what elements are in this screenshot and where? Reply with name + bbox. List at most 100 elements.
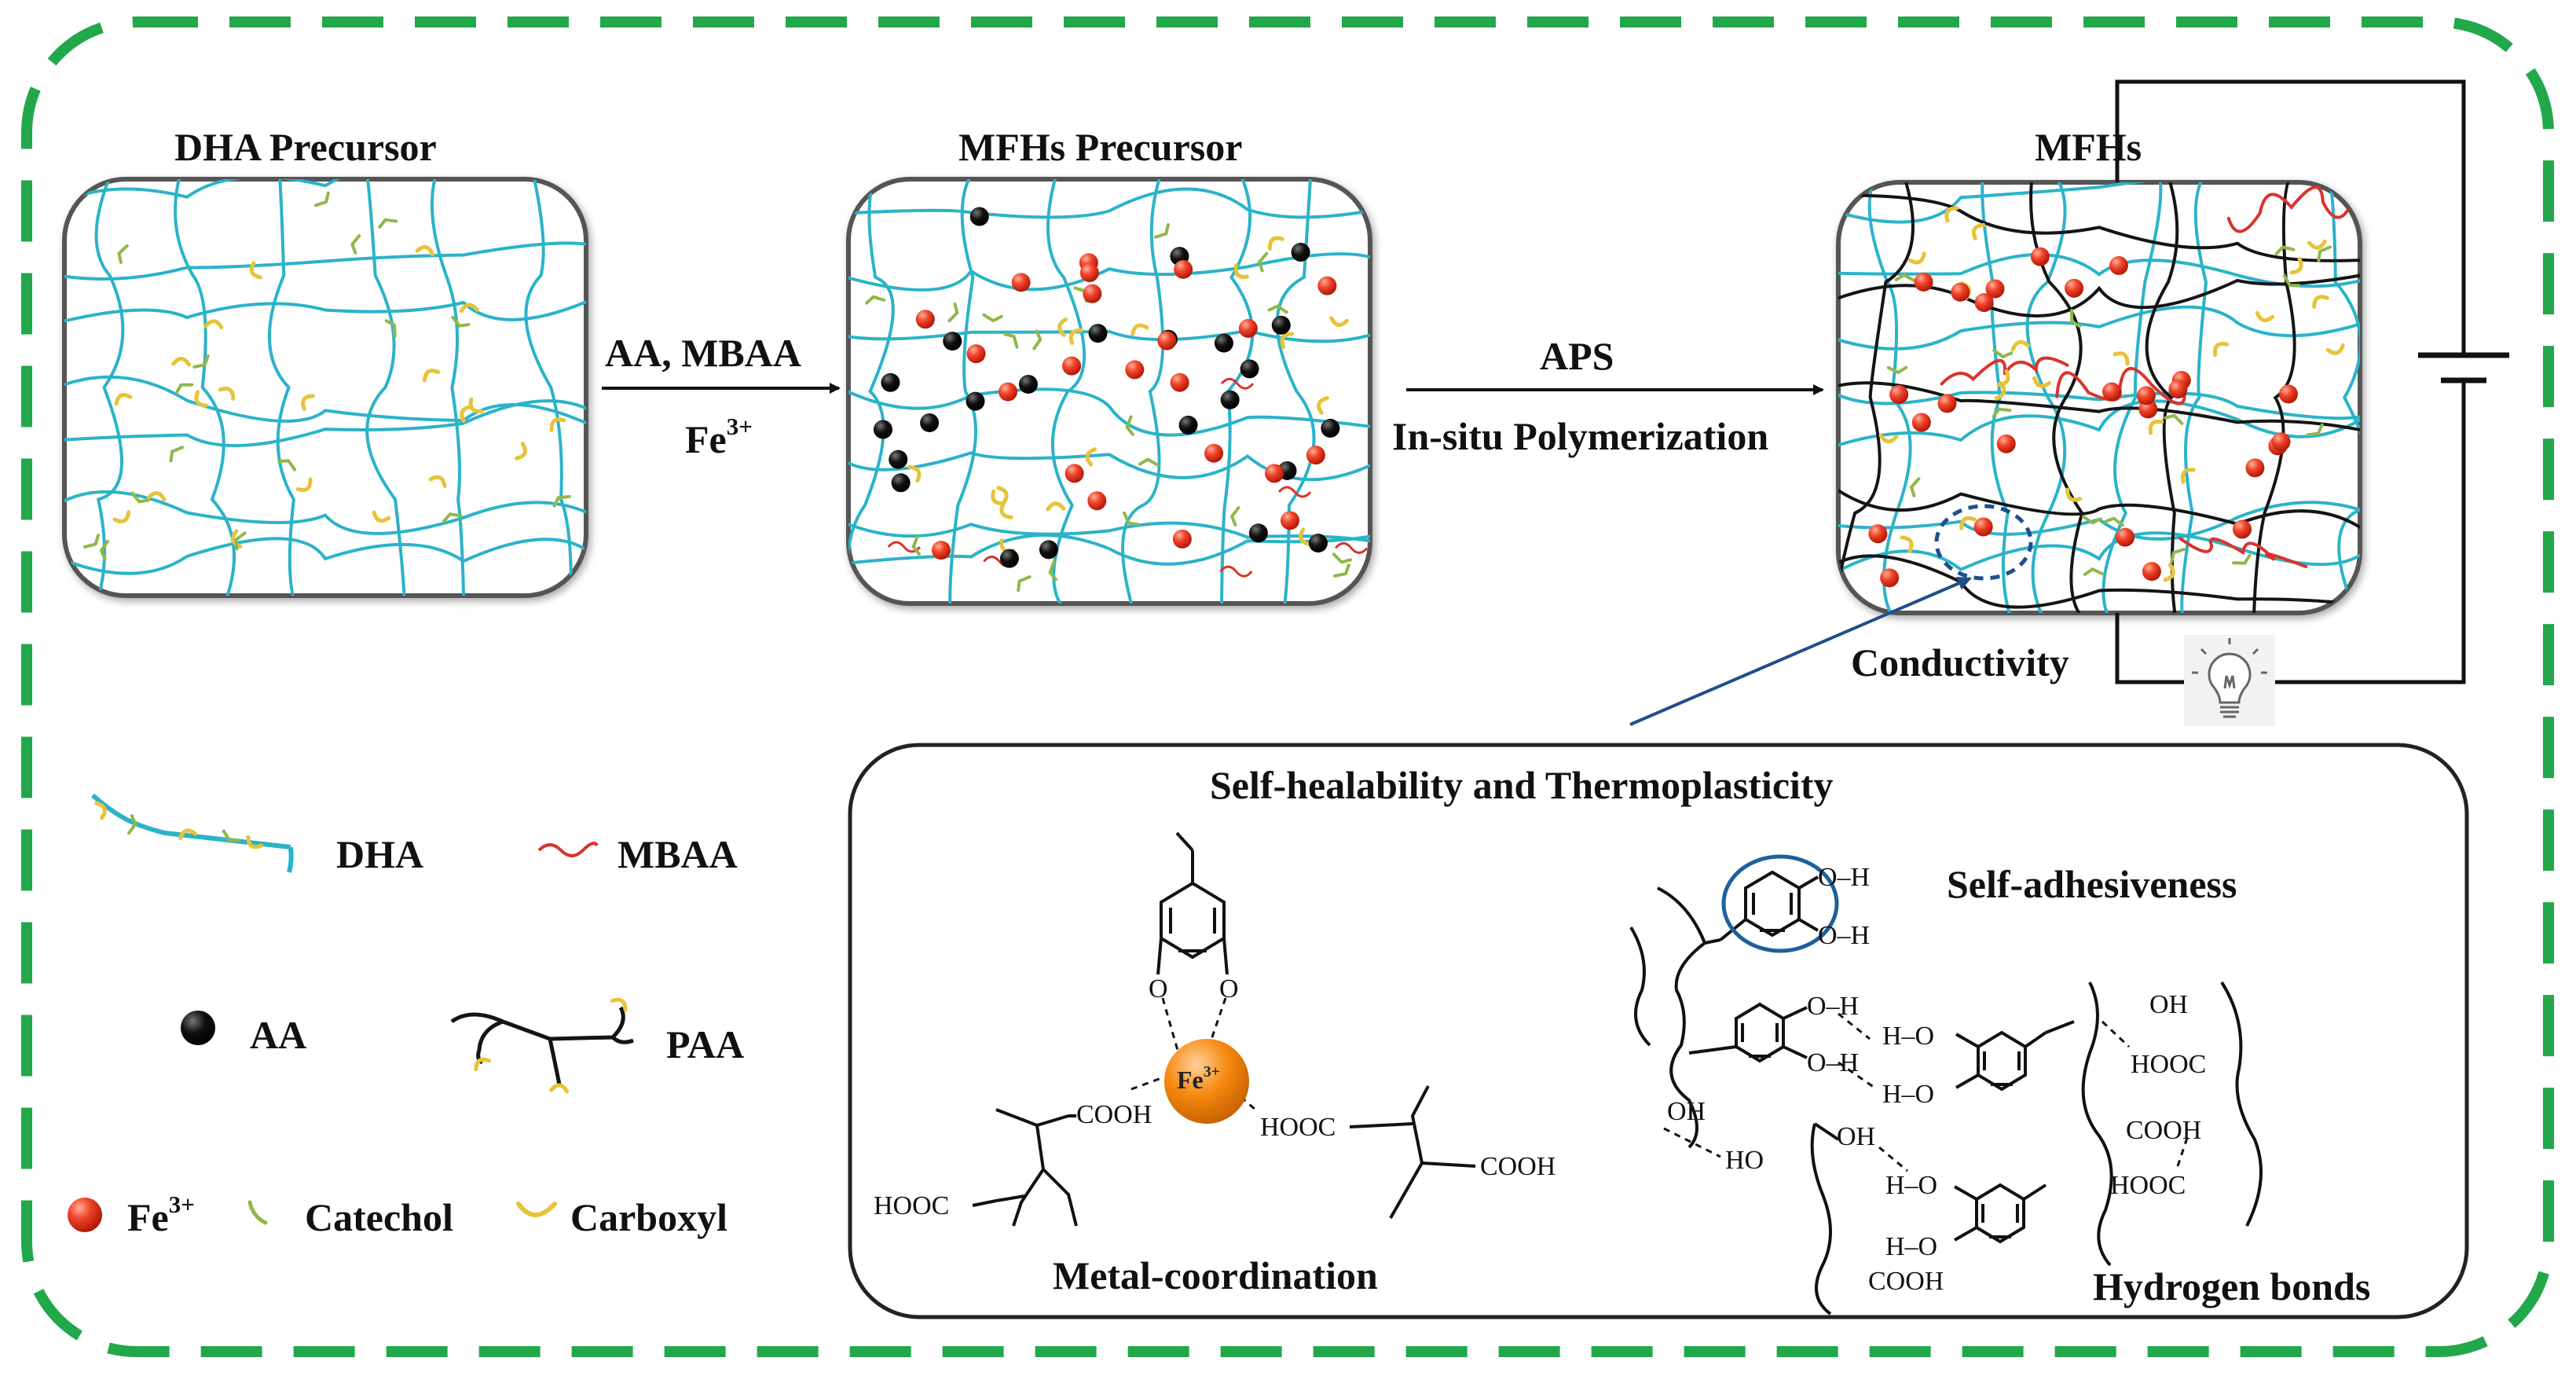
hb-oh-right: OH bbox=[2149, 990, 2189, 1019]
aa-monomer bbox=[1088, 324, 1108, 343]
legend-fe-label: Fe3+ bbox=[127, 1190, 195, 1239]
fe-ion bbox=[1996, 434, 2016, 453]
carboxyl-group bbox=[2312, 295, 2329, 309]
dha-chain bbox=[1838, 305, 2360, 350]
mfhs-precursor-network bbox=[848, 179, 1370, 604]
catechol-group bbox=[1048, 560, 1057, 582]
fe-ion bbox=[1204, 443, 1224, 463]
self-adhesiveness-label: Self-adhesiveness bbox=[1947, 862, 2237, 906]
legend-mbaa-label: MBAA bbox=[617, 832, 738, 876]
legend-paa-icon bbox=[450, 997, 634, 1094]
carboxyl-group bbox=[549, 417, 566, 432]
hb-oh-top1: O–H bbox=[1818, 863, 1871, 892]
dha-chain bbox=[267, 179, 301, 596]
fe-ion bbox=[2245, 458, 2265, 478]
fe-ion bbox=[1083, 284, 1102, 303]
aa-monomer bbox=[1018, 374, 1038, 394]
arrow-step2-process: In-situ Polymerization bbox=[1392, 414, 1769, 458]
legend-catechol-icon bbox=[247, 1200, 268, 1225]
metal-coordination-structure bbox=[972, 831, 1476, 1227]
catechol-group bbox=[2317, 245, 2332, 262]
hb-oh-top2: O–H bbox=[1818, 921, 1871, 950]
aa-monomer bbox=[966, 391, 985, 411]
catechol-group bbox=[313, 191, 330, 207]
catechol-group bbox=[982, 313, 1003, 323]
outer-dashed-border bbox=[21, 17, 2554, 1357]
dha-chain bbox=[2325, 182, 2360, 613]
catechol-group bbox=[2282, 273, 2301, 288]
fe-ion bbox=[931, 541, 951, 560]
fe-ion bbox=[1172, 529, 1192, 549]
light-bulb-icon bbox=[2184, 635, 2275, 726]
mfhs-precursor-panel bbox=[846, 177, 1372, 606]
catechol-group bbox=[1125, 415, 1134, 436]
self-adhesive-circle bbox=[1721, 854, 1839, 953]
catechol-group bbox=[127, 814, 137, 835]
arrow-step2-initiator: APS bbox=[1540, 334, 1614, 378]
catechol-group bbox=[1894, 273, 1916, 282]
mbaa-molecule bbox=[1220, 377, 1255, 390]
carboxyl-group bbox=[178, 828, 198, 841]
fe-ion bbox=[1062, 356, 1082, 376]
catechol-group bbox=[1123, 511, 1140, 527]
dha-chain bbox=[1838, 384, 2360, 420]
carboxyl-group bbox=[2148, 419, 2164, 435]
fe-ion bbox=[966, 344, 986, 364]
carboxyl-group bbox=[112, 510, 131, 523]
carboxyl-group bbox=[1299, 527, 1311, 547]
carboxyl-group bbox=[1233, 263, 1250, 279]
catechol-group bbox=[99, 539, 109, 561]
carboxyl-group bbox=[1329, 316, 1349, 327]
catechol-group bbox=[2070, 309, 2082, 328]
carboxyl-group bbox=[1130, 323, 1149, 336]
carboxyl-group bbox=[2289, 257, 2303, 275]
aa-monomer bbox=[1248, 523, 1268, 543]
dha-chain bbox=[430, 179, 466, 596]
carboxyl-group bbox=[1068, 328, 1083, 345]
dha-chain bbox=[64, 375, 586, 432]
dha-chain bbox=[1838, 182, 2360, 224]
fe-ion bbox=[1317, 276, 1337, 295]
paa-chain bbox=[1838, 554, 2360, 610]
catechol-group bbox=[277, 459, 297, 472]
hb-oh-center: OH bbox=[1837, 1122, 1876, 1151]
aa-monomer bbox=[873, 420, 892, 439]
catechol-group bbox=[82, 534, 100, 549]
carboxyl-group bbox=[146, 491, 167, 502]
metal-coordination-label: Metal-coordination bbox=[1053, 1253, 1378, 1297]
catechol-group bbox=[1154, 222, 1170, 239]
carboxyl-group bbox=[372, 510, 391, 523]
hb-hooc-right2: HOOC bbox=[2110, 1171, 2186, 1200]
panel-title-dha-precursor: DHA Precursor bbox=[174, 125, 437, 169]
paa-chain bbox=[1838, 182, 1915, 613]
carboxyl-group bbox=[515, 442, 527, 461]
carboxyl-group bbox=[194, 390, 208, 408]
carboxyl-group bbox=[610, 997, 628, 1012]
carboxyl-group bbox=[2032, 376, 2052, 388]
carboxyl-group bbox=[1057, 317, 1068, 337]
legend-dha-icon bbox=[91, 793, 294, 873]
carboxyl-group bbox=[468, 397, 484, 413]
aa-monomer bbox=[1271, 315, 1291, 335]
fe-ion bbox=[2136, 386, 2156, 405]
mfhs-panel bbox=[1836, 180, 2362, 615]
hb-ho-mid1: H–O bbox=[1882, 1022, 1935, 1051]
dha-chain bbox=[2025, 182, 2067, 613]
paa-chain bbox=[1838, 381, 2360, 435]
carboxyl-group bbox=[460, 405, 473, 423]
fe-ion bbox=[1306, 446, 1325, 465]
legend-carboxyl-label: Carboxyl bbox=[570, 1195, 727, 1239]
legend-mbaa-icon bbox=[537, 842, 599, 857]
catechol-group bbox=[2170, 547, 2186, 563]
hb-ho-low2: H–O bbox=[1885, 1232, 1938, 1261]
fe-ion bbox=[1974, 293, 1994, 313]
catechol-group bbox=[2274, 245, 2296, 255]
legend-fe-icon bbox=[68, 1198, 102, 1232]
carboxyl-group bbox=[231, 529, 243, 549]
dha-chain bbox=[848, 383, 1370, 437]
circuit bbox=[2115, 79, 2509, 684]
paa-chain bbox=[1838, 477, 2360, 541]
carboxyl-group bbox=[2010, 339, 2031, 352]
carboxyl-group bbox=[114, 393, 133, 406]
